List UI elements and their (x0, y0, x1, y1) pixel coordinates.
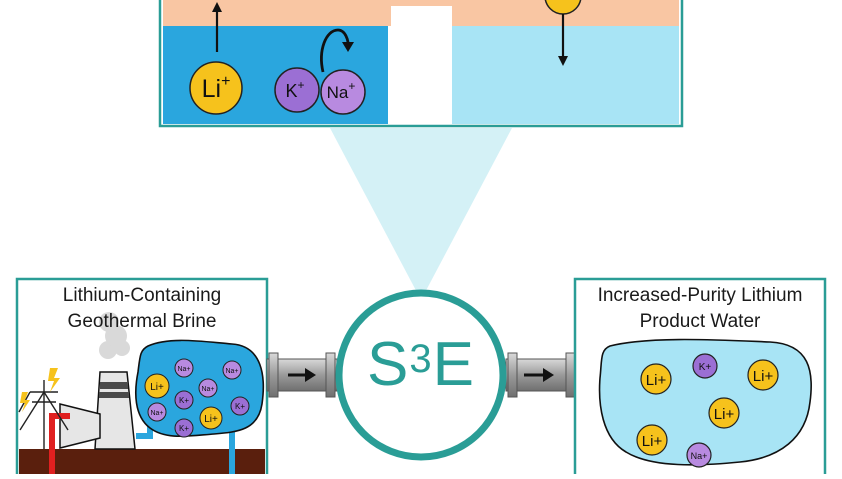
s3e-circle (335, 289, 507, 461)
svg-text:Li+: Li+ (646, 372, 667, 389)
product-panel: Li+ K+ Li+ Li+ Li+ Na+ (573, 277, 827, 479)
s3e-logo-sup: 3 (409, 337, 433, 381)
product-side (452, 26, 679, 124)
s3e-logo-s: S (367, 330, 410, 399)
projection-cone (330, 128, 512, 300)
brine-title-line1: Lithium-Containing (62, 285, 222, 306)
power-pole (18, 380, 69, 449)
svg-text:K+: K+ (179, 424, 189, 433)
s3e-logo: S3E (338, 330, 504, 400)
top-na-label: Na+ (327, 79, 356, 102)
li-up-arrowhead (212, 2, 222, 12)
svg-text:Na+: Na+ (225, 368, 238, 375)
membrane-detail-panel: Li+ K+ Na+ (158, 0, 684, 128)
rejection-arrowhead (342, 42, 354, 52)
product-title-line1: Increased-Purity Lithium (597, 285, 803, 306)
svg-text:Li+: Li+ (150, 382, 164, 393)
product-title-line2: Product Water (639, 311, 761, 332)
top-na-ion (320, 69, 366, 115)
outlet-pipe (505, 352, 577, 398)
top-li-ion (189, 61, 243, 115)
tower-band-2 (99, 392, 129, 398)
svg-text:K+: K+ (699, 362, 712, 373)
membrane-block (391, 6, 452, 124)
svg-text:Na+: Na+ (691, 451, 708, 461)
brine-title-line2: Geothermal Brine (67, 311, 217, 332)
svg-text:Na+: Na+ (150, 410, 163, 417)
lightning-icon-1 (48, 368, 60, 392)
tower-band-1 (100, 382, 128, 389)
ground-soil (19, 449, 265, 479)
product-ions: Li+ K+ Li+ Li+ Li+ Na+ (636, 353, 779, 468)
inlet-pipe (266, 352, 338, 398)
svg-text:K+: K+ (179, 396, 189, 405)
svg-text:Li+: Li+ (714, 406, 735, 423)
svg-text:Li+: Li+ (204, 414, 218, 425)
rejection-curved-arrow (320, 28, 350, 73)
svg-text:Na+: Na+ (177, 366, 190, 373)
top-k-ion (274, 67, 320, 113)
svg-text:K+: K+ (235, 402, 245, 411)
svg-text:Li+: Li+ (753, 368, 774, 385)
red-hot-pipe (49, 413, 70, 474)
top-li-label: Li+ (202, 73, 231, 103)
s3e-logo-e: E (432, 330, 475, 399)
svg-text:Li+: Li+ (642, 433, 663, 450)
brine-ions: Na+ Na+ Li+ Na+ K+ Na+ K+ Li+ K+ (144, 358, 250, 438)
steam-cloud (99, 312, 130, 359)
svg-text:Na+: Na+ (201, 386, 214, 393)
outlet-flow-arrowhead (543, 368, 554, 382)
lightning-icon-2 (20, 392, 30, 412)
inlet-flow-arrowhead (305, 368, 316, 382)
top-k-label: K+ (285, 78, 304, 101)
li-down-arrowhead (558, 56, 568, 66)
